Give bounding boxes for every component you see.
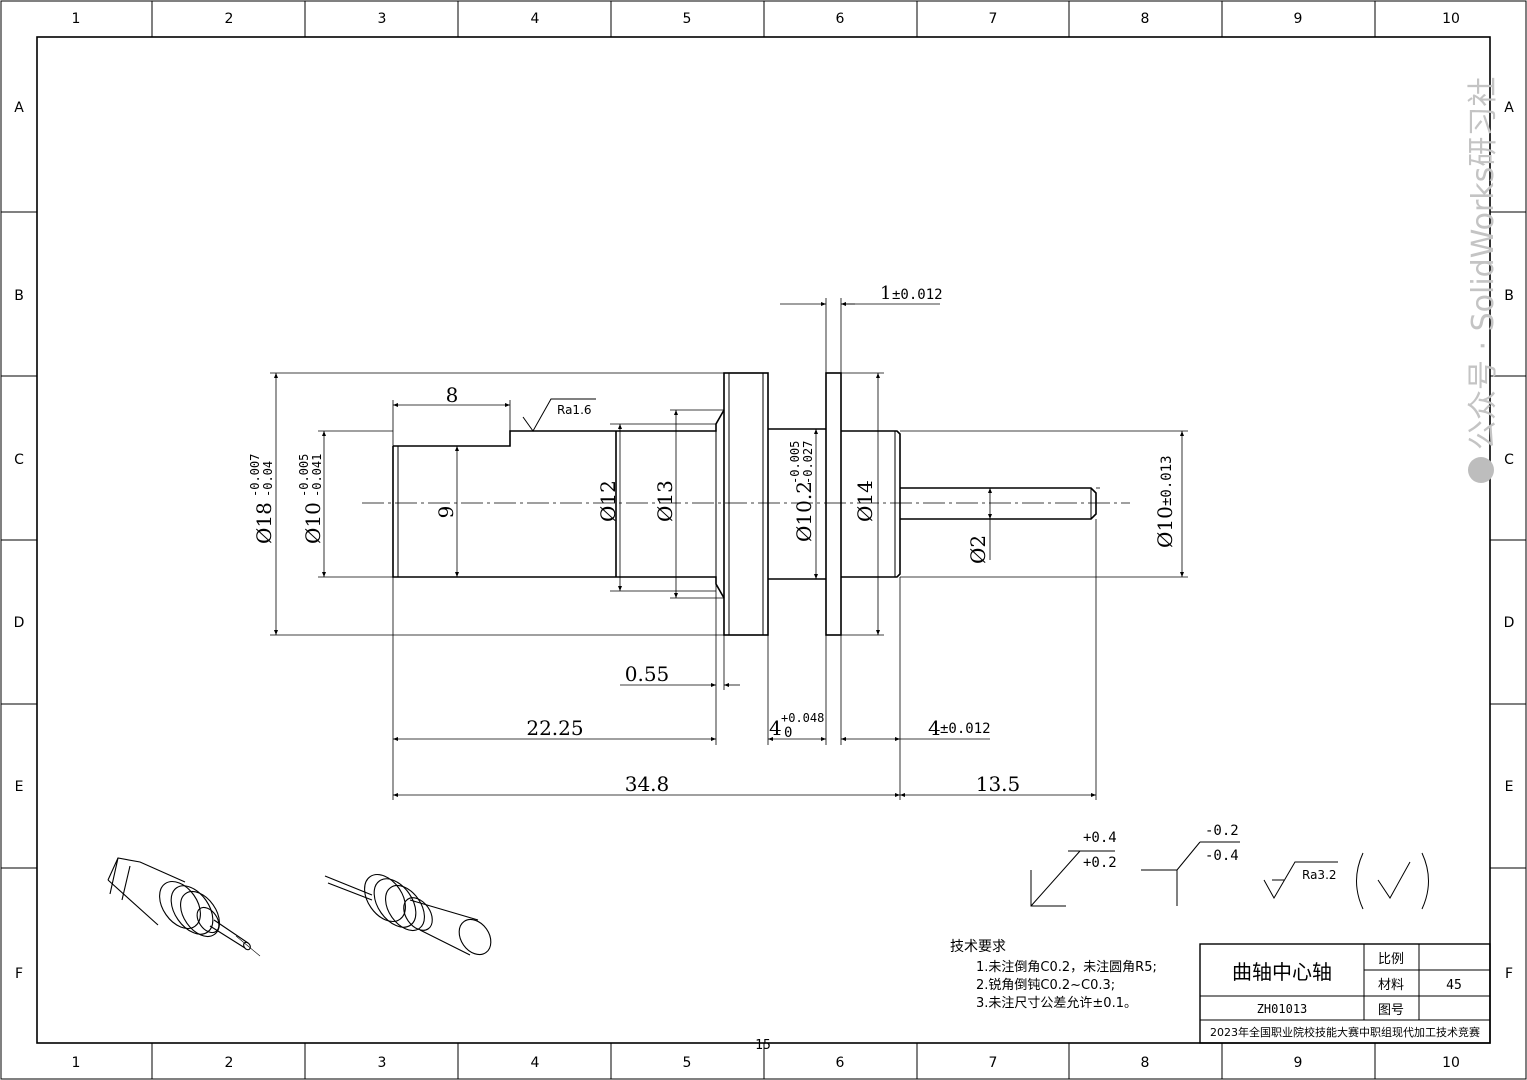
part-number: ZH01013: [1257, 1002, 1308, 1016]
notes-title: 技术要求: [950, 939, 1006, 955]
col-label: 9: [1294, 11, 1303, 27]
dim-dia10-2-upper: -0.005: [788, 441, 802, 484]
dim-4b-tol: ±0.012: [940, 721, 991, 737]
dim-055: 0.55: [625, 662, 670, 686]
tol-b-upper: -0.2: [1205, 823, 1239, 839]
roughness-general-label: Ra3.2: [1302, 868, 1337, 882]
tol-b-lower: -0.4: [1205, 848, 1239, 864]
roughness-symbol: [522, 398, 596, 432]
dim-4a-lower: 0: [784, 725, 792, 741]
col-label: 8: [1141, 1055, 1150, 1071]
dim-dia2: Ø2: [966, 535, 990, 564]
col-label: 7: [989, 1055, 998, 1071]
dim-slot-length: 8: [446, 383, 459, 407]
dim-dia10-2-lower: -0.027: [801, 441, 815, 484]
material-label: 材料: [1378, 978, 1404, 993]
roughness-general-symbol: [1263, 852, 1429, 910]
iso-view-right: [324, 874, 492, 956]
dimension-lines: [270, 298, 1188, 800]
part-name: 曲轴中心轴: [1232, 960, 1332, 984]
dim-348: 34.8: [625, 772, 670, 796]
col-label: 9: [1294, 1055, 1303, 1071]
note-item: 2.锐角倒钝C0.2~C0.3;: [976, 978, 1115, 993]
roughness-label: Ra1.6: [557, 403, 592, 417]
dim-gap: 1: [880, 283, 891, 304]
row-label: C: [14, 452, 24, 468]
drawing-no-label: 图号: [1378, 1003, 1404, 1018]
row-label: D: [1504, 615, 1515, 631]
dim-dia18-upper: -0.007: [248, 454, 262, 497]
col-label: 4: [531, 1055, 540, 1071]
col-label: 3: [378, 1055, 387, 1071]
dim-2225: 22.25: [526, 716, 583, 740]
dimension-texts: 8 Ra1.6 1 ±0.012 Ø18 -0.007 -0.04 Ø10 -0…: [248, 283, 1177, 796]
col-label: 2: [225, 11, 234, 27]
iso-view-left: [107, 857, 261, 957]
col-label: 2: [225, 1055, 234, 1071]
dim-dia10-left-upper: -0.005: [297, 454, 311, 497]
row-label: A: [14, 100, 24, 116]
tol-a-lower: +0.2: [1083, 855, 1117, 871]
scale-label: 比例: [1378, 952, 1404, 967]
col-label: 5: [683, 1055, 692, 1071]
row-label: D: [14, 615, 25, 631]
tolerance-symbol-b: [1141, 841, 1240, 906]
row-label: F: [1505, 966, 1513, 982]
col-label: 6: [836, 11, 845, 27]
dim-dia10-2: Ø10.2: [792, 481, 816, 542]
note-item: 1.未注倒角C0.2，未注圆角R5;: [976, 960, 1157, 975]
technical-notes: 技术要求 1.未注倒角C0.2，未注圆角R5; 2.锐角倒钝C0.2~C0.3;…: [950, 939, 1157, 1011]
dim-4b: 4: [928, 716, 941, 740]
title-block: [1199, 943, 1491, 1044]
watermark-text: 公众号 · SolidWorks研习社: [1466, 77, 1501, 450]
dim-gap-tol: ±0.012: [892, 287, 943, 303]
col-label: 10: [1442, 11, 1460, 27]
row-label: B: [14, 288, 24, 304]
dim-135: 13.5: [976, 772, 1021, 796]
dim-4a: 4: [769, 716, 782, 740]
row-label: A: [1504, 100, 1514, 116]
shaft-profile: [392, 372, 1097, 636]
dim-dia12: Ø12: [596, 480, 620, 522]
dim-dia10-left-lower: -0.041: [310, 454, 324, 497]
col-label: 1: [72, 11, 81, 27]
dim-dia10-right-tol: ±0.013: [1159, 455, 1175, 506]
col-label: 3: [378, 11, 387, 27]
dim-dia10-right: Ø10: [1153, 506, 1177, 548]
note-item: 3.未注尺寸公差允许±0.1。: [976, 995, 1137, 1011]
col-label: 4: [531, 11, 540, 27]
tol-a-upper: +0.4: [1083, 830, 1117, 846]
title-block-footer: 2023年全国职业院校技能大赛中职组现代加工技术竞赛: [1210, 1025, 1480, 1039]
page-number: 15: [755, 1038, 771, 1053]
col-label: 7: [989, 11, 998, 27]
col-label: 6: [836, 1055, 845, 1071]
dim-dia18: Ø18: [252, 502, 276, 544]
material-value: 45: [1446, 978, 1462, 993]
row-label: B: [1504, 288, 1514, 304]
dim-4a-upper: +0.048: [781, 711, 824, 725]
row-label: E: [1505, 779, 1514, 795]
dim-dia13: Ø13: [653, 480, 677, 522]
row-label: E: [15, 779, 24, 795]
dim-dia14: Ø14: [853, 480, 877, 522]
dim-dia10-left: Ø10: [301, 502, 325, 544]
col-label: 5: [683, 11, 692, 27]
col-label: 8: [1141, 11, 1150, 27]
dim-dia18-lower: -0.04: [261, 461, 275, 497]
row-label: F: [15, 966, 23, 982]
tolerance-symbol-a: [1030, 850, 1115, 907]
wechat-icon: [1468, 457, 1494, 483]
dim-flat-9: 9: [434, 506, 458, 519]
grid-labels: 1 2 3 4 5 6 7 8 9 10 1 2 3 4 5 6 7 8 9 1…: [14, 11, 1515, 1071]
watermark: 公众号 · SolidWorks研习社: [1466, 77, 1501, 483]
col-label: 1: [72, 1055, 81, 1071]
row-label: C: [1504, 452, 1514, 468]
col-label: 10: [1442, 1055, 1460, 1071]
